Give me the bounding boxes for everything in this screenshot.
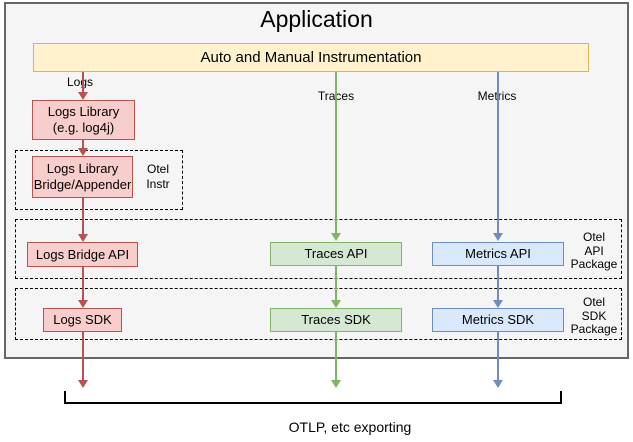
otel-instr-group-label: Otel Instr (146, 162, 170, 191)
metrics-api-box: Metrics API (432, 242, 564, 266)
metrics-sdk-box: Metrics SDK (432, 308, 564, 332)
instrumentation-bar: Auto and Manual Instrumentation (33, 43, 589, 72)
logs-sdk-box: Logs SDK (43, 308, 122, 332)
traces-sdk-box: Traces SDK (270, 308, 402, 332)
arrow-bridge-api-to-logs-sdk (78, 267, 88, 308)
instrumentation-bar-label: Auto and Manual Instrumentation (200, 48, 422, 66)
logs-library-box: Logs Library (e.g. log4j) (32, 100, 135, 140)
arrow-appender-to-bridge-api (78, 198, 88, 242)
otel-instr-group (15, 150, 183, 210)
otel-api-package-label: Otel API Package (570, 230, 618, 271)
otel-sdk-package-label: Otel SDK Package (570, 295, 618, 336)
arrow-traces-to-api (331, 72, 341, 241)
arrow-metrics-api-to-sdk (493, 266, 503, 308)
application-title: Application (260, 6, 373, 32)
logs-flow-label: Logs (66, 75, 94, 89)
logs-bridge-appender-box: Logs Library Bridge/Appender (32, 156, 133, 198)
otel-sdk-package-group (15, 288, 622, 340)
arrow-logs-to-library (78, 72, 88, 100)
arrow-library-to-appender (78, 140, 88, 156)
logs-bridge-api-box: Logs Bridge API (27, 242, 138, 267)
arrow-traces-sdk-to-export (331, 332, 341, 388)
arrow-logs-sdk-to-export (78, 332, 88, 388)
exporting-label: OTLP, etc exporting (288, 419, 412, 435)
arrow-traces-api-to-sdk (331, 266, 341, 308)
traces-api-box: Traces API (270, 242, 402, 266)
otel-api-package-group (15, 219, 622, 279)
export-bracket (64, 391, 562, 404)
arrow-metrics-to-api (493, 72, 503, 241)
metrics-flow-label: Metrics (472, 89, 522, 103)
arrow-metrics-sdk-to-export (493, 332, 503, 388)
